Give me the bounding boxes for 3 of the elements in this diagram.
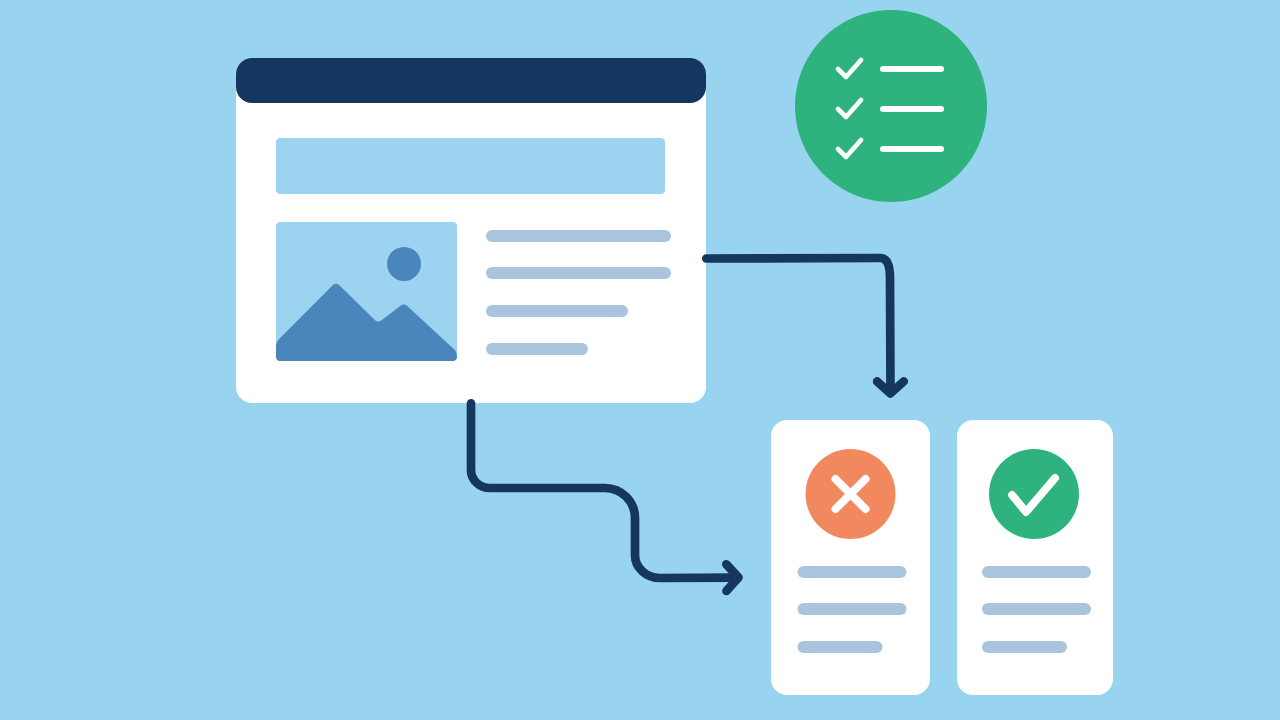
checklist-circle	[795, 10, 987, 202]
arrow	[466, 398, 743, 596]
arrow	[701, 253, 909, 398]
